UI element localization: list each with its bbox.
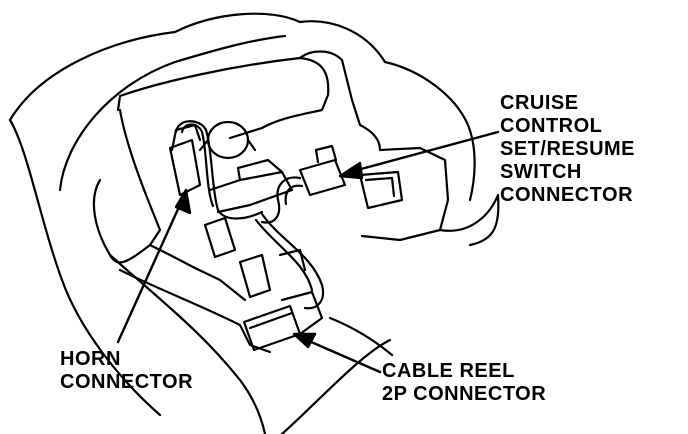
wheel-left-edge — [8, 118, 162, 417]
label-line: CONTROL — [500, 115, 603, 137]
housing-upper — [116, 56, 330, 140]
horn-connector-body — [168, 138, 202, 197]
horn-button-cylinder — [206, 120, 250, 160]
hub-slot-2 — [238, 253, 272, 299]
cruise-socket-inner — [364, 176, 396, 198]
cruise-wire — [260, 176, 302, 224]
arrow-horn — [116, 188, 192, 344]
label-cruise-control-connector: CRUISE CONTROL SET/RESUME SWITCH CONNECT… — [500, 92, 635, 207]
label-line: SET/RESUME — [500, 138, 636, 160]
spoke-lower-curve — [108, 253, 267, 434]
arrow-cable-reel — [292, 332, 382, 374]
label-line: CRUISE — [500, 92, 579, 114]
horn-wire-loop-2 — [180, 123, 215, 208]
hub-slot-1 — [203, 216, 237, 259]
wheel-outer-outline — [8, 12, 476, 202]
cable-reel-connector-tab — [280, 290, 324, 336]
housing-right-box — [360, 146, 450, 242]
spoke-right-curve — [328, 316, 394, 357]
hub-lower-curve — [92, 178, 152, 264]
label-line: HORN — [60, 348, 121, 370]
cruise-connector-latch — [314, 144, 338, 164]
horn-wire-loop — [174, 120, 264, 220]
mid-bracket — [208, 170, 294, 214]
housing-notch — [298, 50, 382, 152]
cable-reel-connector-ridge — [248, 311, 294, 330]
label-cable-reel-connector: CABLE REEL 2P CONNECTOR — [382, 360, 546, 406]
cruise-socket — [358, 170, 404, 210]
label-line: 2P CONNECTOR — [382, 383, 547, 405]
label-line: SWITCH — [500, 161, 582, 183]
wheel-inner-top — [58, 34, 287, 192]
arrow-cruise — [338, 130, 500, 180]
hub-slot-3 — [278, 248, 307, 272]
label-line: CONNECTOR — [500, 184, 634, 206]
cruise-connector-body — [298, 158, 347, 197]
mid-bracket-post — [236, 158, 284, 182]
cruise-wire-2 — [284, 184, 304, 206]
spoke-bottom-arc — [280, 338, 392, 434]
label-line: CONNECTOR — [60, 371, 194, 393]
cable-reel-wire — [260, 212, 325, 310]
hub-body — [118, 108, 247, 302]
label-line: CABLE REEL — [382, 360, 515, 382]
panel-right-lower — [438, 193, 500, 247]
label-horn-connector: HORN CONNECTOR — [60, 348, 193, 394]
